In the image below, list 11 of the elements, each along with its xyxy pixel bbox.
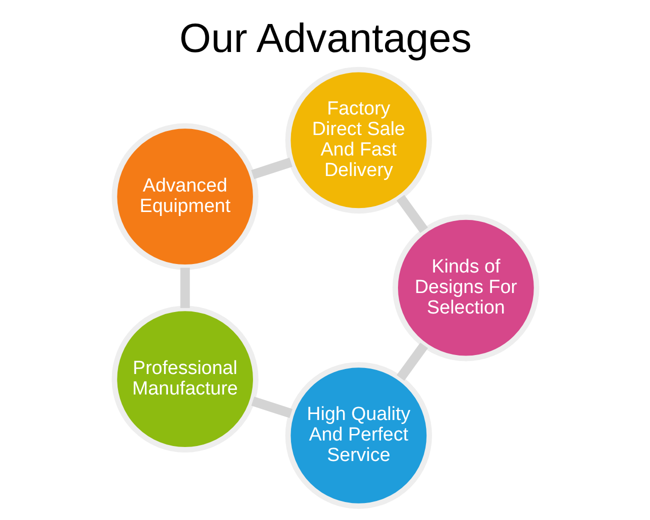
diagram-title: Our Advantages — [178, 14, 472, 61]
connector — [250, 158, 292, 180]
connector — [180, 268, 190, 308]
node-circle: Advanced Equipment — [111, 123, 258, 270]
node-circle: High Quality And Perfect Service — [284, 362, 432, 509]
node-circle: Factory Direct Sale And Fast Delivery — [284, 66, 432, 214]
connector — [250, 396, 292, 418]
connector — [396, 342, 428, 381]
connector — [396, 194, 428, 234]
node-circle: Professional Manufacture — [111, 306, 258, 452]
node-circle: Kinds of Designs For Selection — [392, 214, 539, 362]
